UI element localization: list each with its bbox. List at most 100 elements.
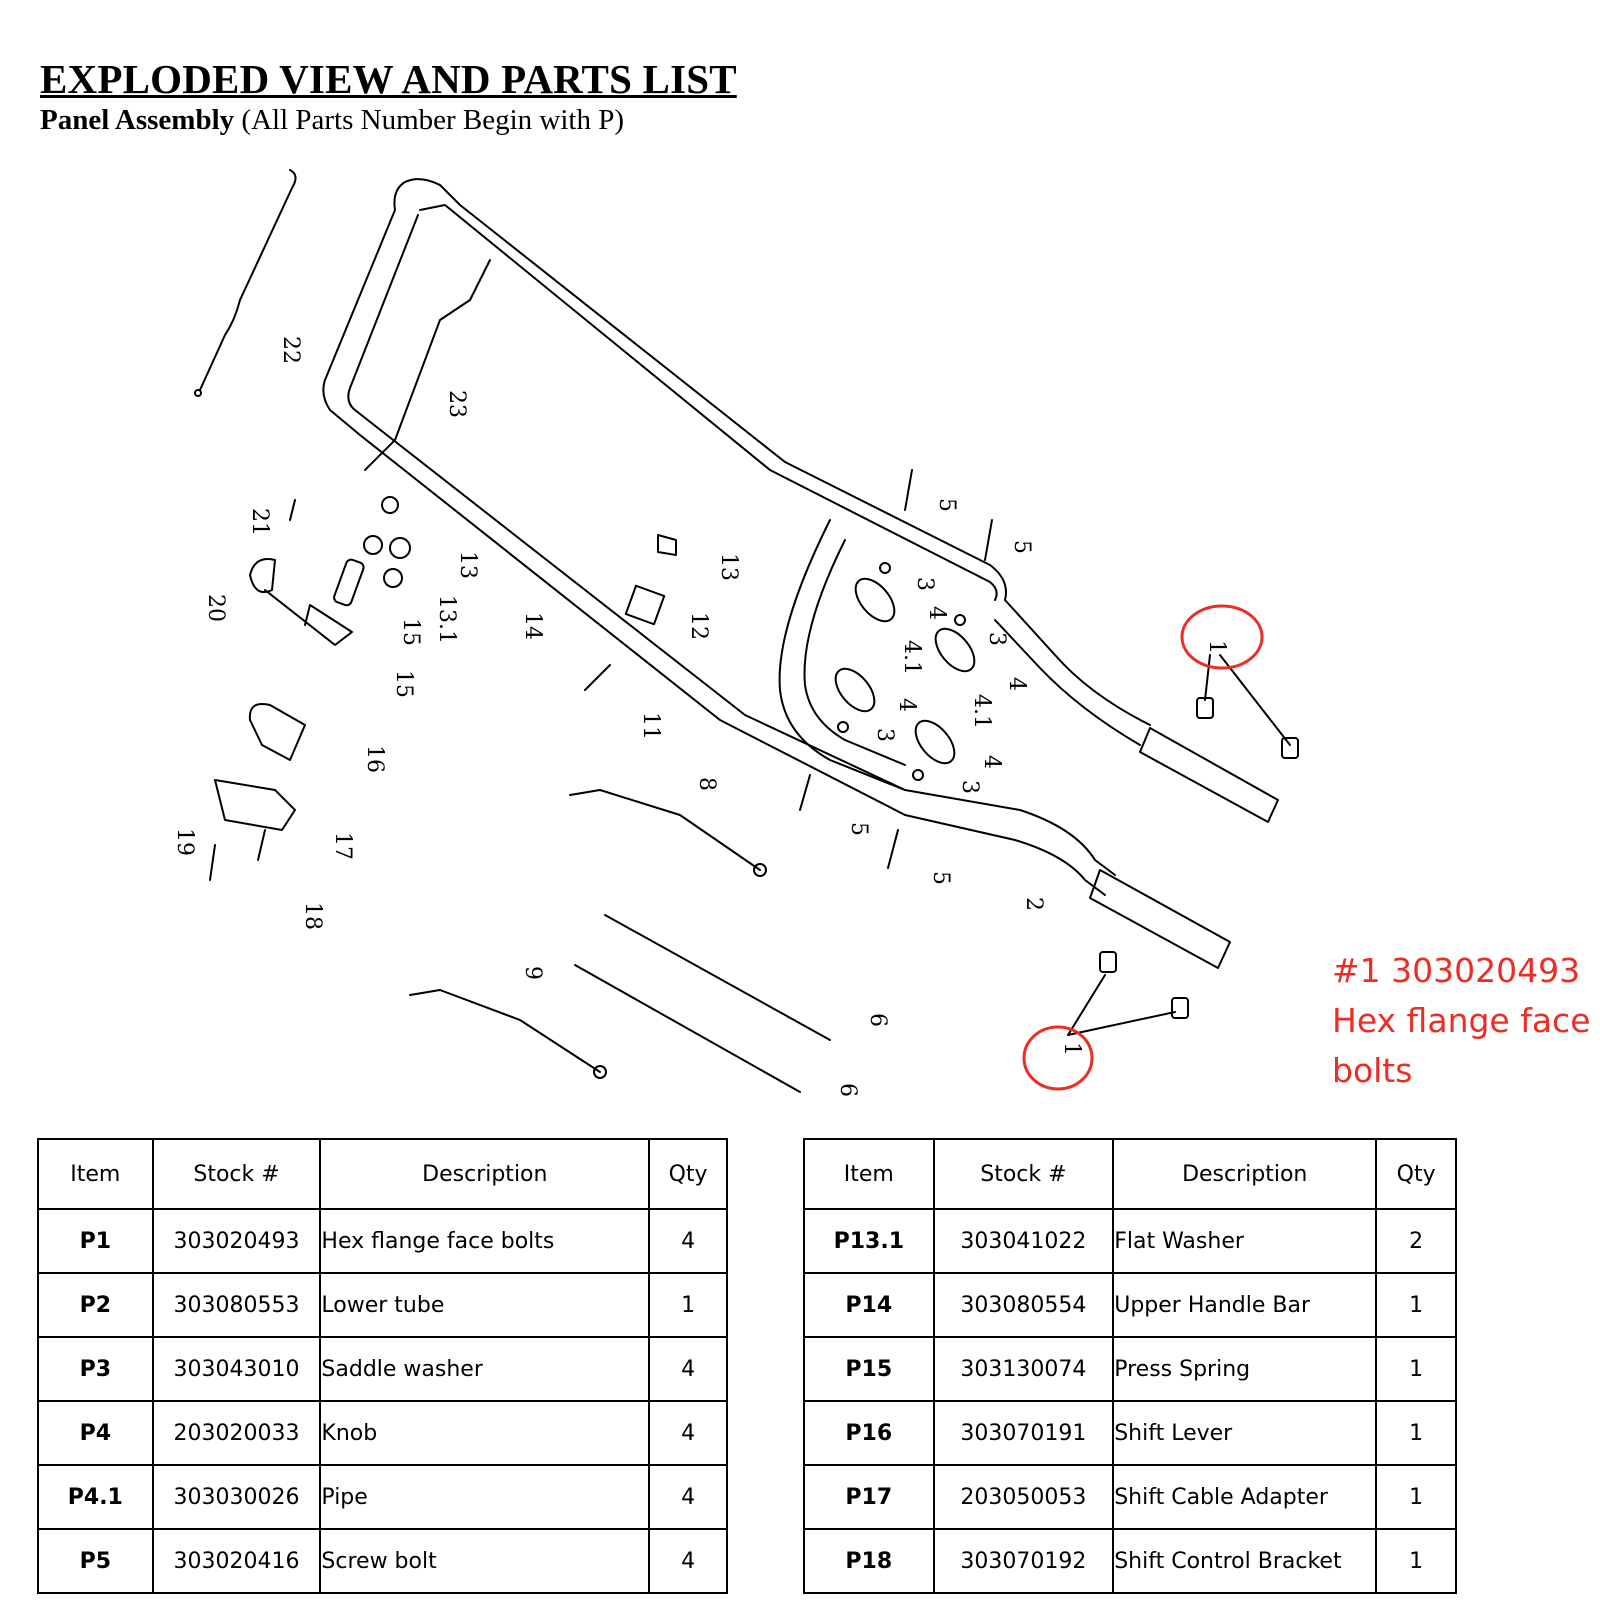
part-13-nut-tube (657, 534, 677, 556)
part-12-clamp (624, 584, 666, 626)
header-qty: Qty (1375, 1138, 1457, 1210)
leader-1-upper (1204, 654, 1291, 746)
callout-17: 16 (362, 745, 387, 773)
callout-5-b: 5 (1009, 540, 1034, 554)
callout-9: 9 (520, 966, 545, 980)
callout-4-a: 4 (924, 606, 949, 620)
note-line-3: bolts (1332, 1051, 1413, 1090)
callout-16: 15 (391, 670, 416, 698)
cell-item: P17 (803, 1464, 935, 1530)
part-22-bolt (289, 499, 296, 521)
callout-2: 2 (1021, 897, 1046, 911)
cell-qty: 1 (1375, 1528, 1457, 1594)
cell-stock: 303080553 (151, 1272, 322, 1338)
cell-item: P1 (37, 1208, 154, 1274)
callout-3-d: 3 (957, 780, 982, 794)
bolt-5-c (799, 774, 811, 811)
callout-12: 12 (686, 612, 711, 640)
knob-4-c (834, 667, 876, 713)
cell-stock: 303020493 (151, 1208, 322, 1274)
cell-description: Upper Handle Bar (1112, 1272, 1378, 1338)
callout-4-b: 4 (1004, 677, 1029, 691)
exploded-view-diagram: 1 1 2 3 3 3 3 4 4 4 4 4.1 4.1 5 5 5 5 6 … (0, 150, 1600, 1110)
cell-description: Lower tube (319, 1272, 651, 1338)
header-stock: Stock # (151, 1138, 322, 1210)
part-13-nut-2 (389, 537, 411, 559)
part-13-nut (381, 496, 399, 514)
cell-description: Shift Cable Adapter (1112, 1464, 1378, 1530)
rod-23 (199, 169, 297, 391)
callout-13-1: 13.1 (434, 595, 459, 644)
cell-qty: 2 (1375, 1208, 1457, 1274)
hex-bolt-1-a (1196, 697, 1214, 719)
washer-3-d (912, 769, 924, 781)
upper-handle-bar-outer-top (404, 178, 1007, 601)
cell-item: P13.1 (803, 1208, 935, 1274)
callout-13-tube: 13 (716, 553, 741, 581)
note-line-1: #1 303020493 (1332, 951, 1581, 990)
right-arm-bottom (994, 619, 1141, 746)
cable-9 (409, 989, 601, 1073)
part-13-1-washer-2 (383, 568, 403, 588)
page-subtitle: Panel Assembly (All Parts Number Begin w… (40, 104, 624, 137)
part-21-lever-cap (249, 558, 276, 594)
right-arm-top (1004, 599, 1151, 726)
cell-stock: 203050053 (932, 1464, 1115, 1530)
cell-stock: 303070191 (932, 1400, 1115, 1466)
part-13-1-washer (363, 535, 383, 555)
callout-24: 23 (444, 390, 469, 418)
header-item: Item (37, 1138, 154, 1210)
callout-1-lower: 1 (1059, 1042, 1084, 1056)
washer-3-b (954, 614, 966, 626)
cell-item: P5 (37, 1528, 154, 1594)
cell-stock: 303080554 (932, 1272, 1115, 1338)
cell-item: P18 (803, 1528, 935, 1594)
callout-23: 22 (278, 336, 303, 364)
cable-6-a (604, 914, 831, 1041)
knob-4-d (914, 719, 956, 765)
callout-15: 15 (398, 618, 423, 646)
rod-24 (364, 259, 491, 471)
cell-item: P2 (37, 1272, 154, 1338)
washer-3-c (837, 721, 849, 733)
part-16-shift-lever (264, 589, 353, 646)
part-11-bolt (584, 664, 611, 691)
red-circle-lower (1022, 1025, 1094, 1091)
cell-description: Pipe (319, 1464, 651, 1530)
cell-item: P14 (803, 1272, 935, 1338)
cell-qty: 4 (648, 1208, 728, 1274)
cell-qty: 4 (648, 1336, 728, 1402)
cell-stock: 303020416 (151, 1528, 322, 1594)
cell-description: Press Spring (1112, 1336, 1378, 1402)
header-item: Item (803, 1138, 935, 1210)
upper-handle-bar-inner-top (419, 204, 771, 471)
cell-item: P16 (803, 1400, 935, 1466)
upper-handle-bar-outer-bottom (322, 181, 906, 816)
callout-6-a: 6 (865, 1013, 890, 1027)
plate-right-upper (1139, 727, 1279, 823)
cell-stock: 303130074 (932, 1336, 1115, 1402)
hex-bolt-1-b (1281, 737, 1299, 759)
callout-5-a: 5 (934, 498, 959, 512)
callout-22: 21 (247, 508, 272, 536)
callout-11: 11 (638, 712, 663, 740)
callout-4-c: 4 (894, 698, 919, 712)
header-qty: Qty (648, 1138, 728, 1210)
callout-3-b: 3 (984, 632, 1009, 646)
cable-9-eye (593, 1065, 607, 1079)
cell-stock: 303041022 (932, 1208, 1115, 1274)
cross-bar-top (769, 469, 998, 601)
callout-1-upper: 1 (1204, 640, 1229, 654)
part-19-screw (257, 829, 266, 861)
exploded-view-svg: 1 1 2 3 3 3 3 4 4 4 4 4.1 4.1 5 5 5 5 6 … (172, 169, 1299, 1097)
cell-stock: 303043010 (151, 1336, 322, 1402)
